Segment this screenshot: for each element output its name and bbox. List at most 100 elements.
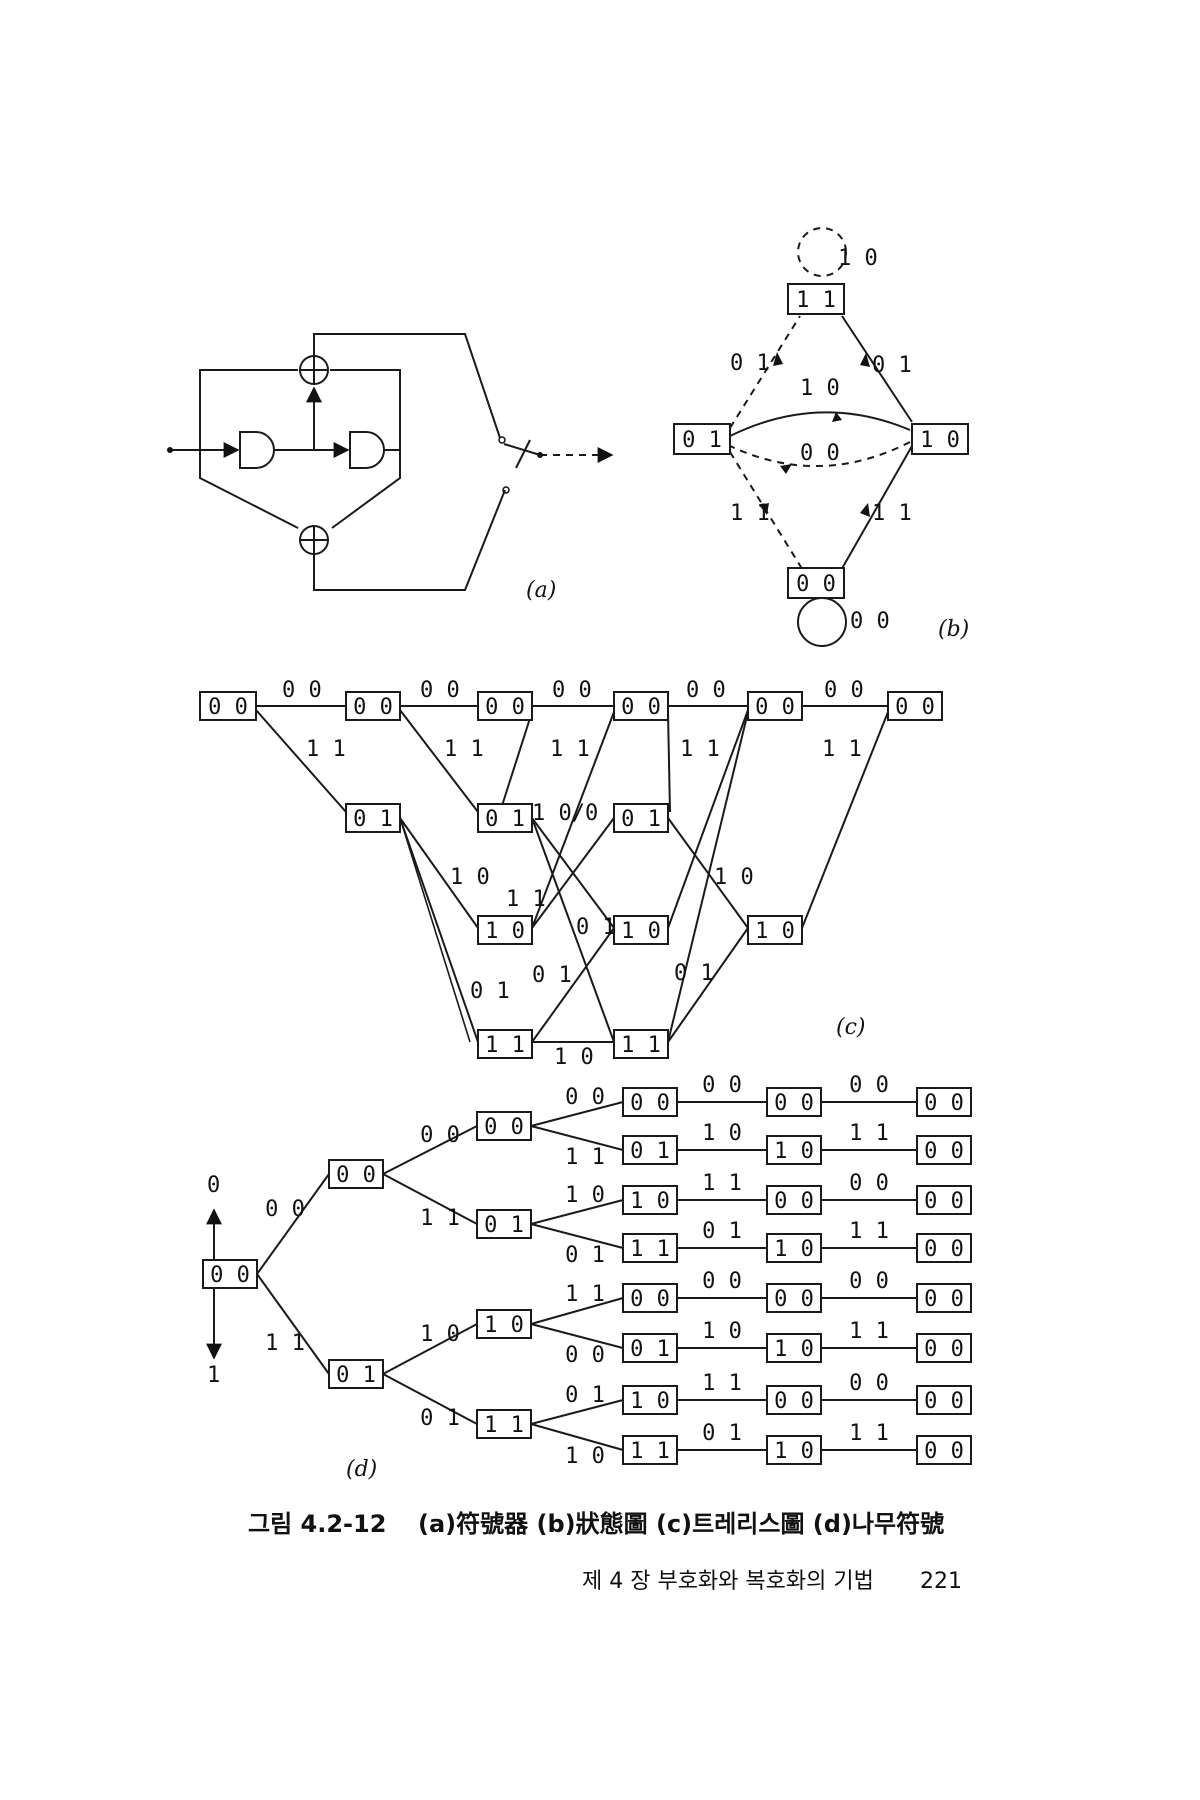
state-diagram-label: (b) [938,617,969,642]
edge-label-10-to-11: 0 1 [872,353,912,378]
tree-label-d: (d) [346,1457,377,1482]
delay-element-2 [349,431,385,469]
tree-branch [530,1323,624,1349]
svg-text:0 0: 0 0 [924,1439,964,1464]
svg-text:1 1: 1 1 [630,1237,670,1262]
svg-text:0 0: 0 0 [353,695,393,720]
trellis-label: 0 1 [674,961,714,986]
tree-branch [382,1125,478,1175]
tree-node: 0 0 [916,1087,972,1117]
trellis-label: 0 0 [686,678,726,703]
svg-text:1 0: 1 0 [774,1439,814,1464]
svg-text:1 1: 1 1 [485,1033,525,1058]
self-loop-11 [797,227,847,277]
tree-node: 1 1 [476,1409,532,1439]
svg-text:0 1: 0 1 [630,1337,670,1362]
svg-text:0 0: 0 0 [924,1139,964,1164]
tree-node: 0 0 [476,1111,532,1141]
tree-edge-label: 0 0 [265,1197,305,1222]
tree-edge-label: 0 1 [702,1421,742,1446]
trellis-label: 0 1 [532,963,572,988]
trellis-state-00: 0 0 [613,691,669,721]
state-box-00: 0 0 [787,567,845,599]
trellis-label: 1 1 [306,737,346,762]
tree-edge-label: 1 1 [565,1282,605,1307]
svg-text:0 0: 0 0 [208,695,248,720]
svg-text:1 1: 1 1 [630,1439,670,1464]
tree-edge-label: 1 1 [849,1121,889,1146]
trellis-state-00: 0 0 [747,691,803,721]
tree-edge-label: 1 1 [849,1219,889,1244]
tree-branch [530,1199,624,1225]
trellis-label: 1 0 [714,865,754,890]
svg-text:1 0: 1 0 [920,428,960,453]
tree-node: 1 1 [622,1233,678,1263]
tree-node: 0 0 [916,1333,972,1363]
trellis-diagram: 0 0 0 0 0 0 0 0 0 0 1 1 1 1 1 1 1 1 1 1 … [199,678,943,1070]
trellis-state-10: 1 0 [747,915,803,945]
trellis-state-00: 0 0 [887,691,943,721]
tree-node: 0 0 [766,1185,822,1215]
edge-label-11-self: 1 0 [838,246,878,271]
edge-label-00-self: 0 0 [850,609,890,634]
edge-label-10-to-01: 0 0 [800,441,840,466]
svg-text:0 0: 0 0 [774,1287,814,1312]
edge-label-00-to-01: 1 1 [730,501,770,526]
svg-text:0 0: 0 0 [774,1189,814,1214]
svg-text:1 0: 1 0 [630,1389,670,1414]
tree-edge-label: 0 0 [565,1085,605,1110]
tree-node: 1 0 [622,1385,678,1415]
svg-text:1 0: 1 0 [774,1139,814,1164]
tree-edge-label: 0 1 [565,1383,605,1408]
state-diagram: 1 0 0 0 0 1 0 1 1 0 0 0 1 1 1 1 1 1 0 [673,227,969,647]
edge-label-00-to-10: 1 1 [872,501,912,526]
tree-branch [530,1101,624,1127]
tree-branch [382,1173,478,1225]
trellis-state-00: 0 0 [345,691,401,721]
tree-edge-label: 0 0 [565,1343,605,1368]
tree-node: 1 0 [766,1333,822,1363]
tree-node: 0 0 [916,1435,972,1465]
svg-text:0 0: 0 0 [484,1115,524,1140]
tree-node: 0 0 [766,1087,822,1117]
tree-node: 0 0 [916,1283,972,1313]
svg-text:0 1: 0 1 [621,807,661,832]
tree-node: 0 0 [766,1283,822,1313]
trellis-state-00: 0 0 [477,691,533,721]
svg-text:0 0: 0 0 [621,695,661,720]
svg-text:1 0: 1 0 [621,919,661,944]
tree-edge-label: 1 1 [565,1145,605,1170]
tree-node: 0 0 [766,1385,822,1415]
trellis-state-10: 1 0 [613,915,669,945]
svg-text:1 1: 1 1 [796,288,836,313]
trellis-state-00: 0 0 [199,691,257,721]
self-loop-00 [797,597,847,647]
tree-node: 0 0 [916,1233,972,1263]
tree-edge-label: 1 1 [849,1319,889,1344]
tree-branch [256,1273,330,1375]
tree-edge-label: 0 1 [702,1219,742,1244]
tree-node: 0 1 [622,1333,678,1363]
trellis-label: 1 1 [506,887,546,912]
svg-text:1 1: 1 1 [621,1033,661,1058]
tree-branch [256,1173,330,1275]
tree-node: 0 0 [916,1185,972,1215]
tree-edge-label: 1 1 [265,1331,305,1356]
tree-edge-label: 0 0 [702,1073,742,1098]
tree-node: 1 0 [476,1309,532,1339]
svg-text:0 1: 0 1 [682,428,722,453]
axis-label-1: 1 [207,1363,220,1388]
tree-code-diagram: 0 1 0 0 0 0 0 1 0 0 0 1 1 0 1 1 0 0 0 1 1 0 1 1 0 0… [202,1073,972,1482]
tree-node: 0 0 [202,1259,258,1289]
trellis-label: 1 0 [554,1045,594,1070]
tree-node: 0 0 [328,1159,384,1189]
tree-node: 0 0 [916,1135,972,1165]
tree-node: 0 0 [916,1385,972,1415]
tree-edge-label: 0 1 [565,1243,605,1268]
svg-text:0 0: 0 0 [485,695,525,720]
caption-number: 그림 4.2-12 [248,1510,386,1538]
adder-bottom [299,525,329,555]
trellis-label: 0 0 [552,678,592,703]
tree-node: 0 1 [476,1209,532,1239]
